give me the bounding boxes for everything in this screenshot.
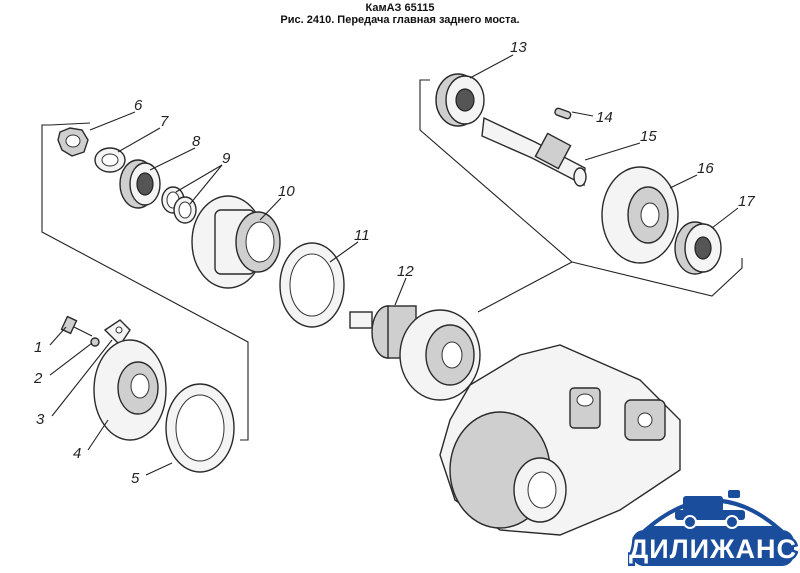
callout-6: 6 [134, 97, 143, 114]
callout-14: 14 [596, 109, 613, 126]
part-5-gasket [165, 383, 235, 473]
part-13-bearing [435, 73, 485, 127]
group-bracket-right [419, 79, 573, 313]
bracket-left-top [49, 122, 91, 126]
part-16-gear [601, 166, 679, 264]
part-9-rings [161, 186, 197, 224]
callout-12: 12 [397, 263, 414, 280]
part-6-nut [57, 127, 89, 157]
part-12-pinion [349, 305, 481, 401]
callout-4: 4 [73, 445, 81, 462]
part-4-cover [93, 339, 167, 441]
diagram-caption: Рис. 2410. Передача главная заднего мост… [280, 14, 520, 26]
part-8-bearing [119, 159, 161, 209]
part-3-lockplate [103, 319, 131, 347]
callout-2: 2 [33, 370, 43, 387]
part-10-bearing-housing [191, 195, 281, 289]
callout-10: 10 [278, 183, 295, 200]
callout-16: 16 [697, 160, 714, 177]
brand-name: ДИЛИЖАНС [629, 534, 797, 564]
callout-11: 11 [354, 227, 370, 244]
callout-17: 17 [738, 193, 755, 210]
vintage-car-icon [675, 490, 745, 529]
part-15-shaft [481, 116, 587, 187]
part-11-gasket [279, 242, 345, 328]
callout-5: 5 [131, 470, 140, 487]
callout-13: 13 [510, 39, 527, 56]
group-bracket-right-lower [571, 258, 743, 297]
group-bracket-left [41, 124, 249, 441]
callout-9: 9 [222, 150, 231, 167]
callout-8: 8 [192, 133, 201, 150]
part-7-washer [94, 147, 126, 173]
part-2-washer [90, 337, 100, 347]
callout-7: 7 [160, 113, 169, 130]
dilizhans-logo: ДИЛИЖАНС [628, 490, 798, 567]
callout-3: 3 [36, 411, 45, 428]
part-17-bearing [674, 221, 722, 275]
part-1-bolt [60, 315, 93, 337]
diagram-model-title: КамАЗ 65115 [365, 2, 435, 14]
callout-1: 1 [34, 339, 42, 356]
axle-housing [439, 344, 681, 536]
part-14-key [554, 107, 572, 120]
leader-lines [49, 54, 739, 476]
callout-15: 15 [640, 128, 657, 145]
